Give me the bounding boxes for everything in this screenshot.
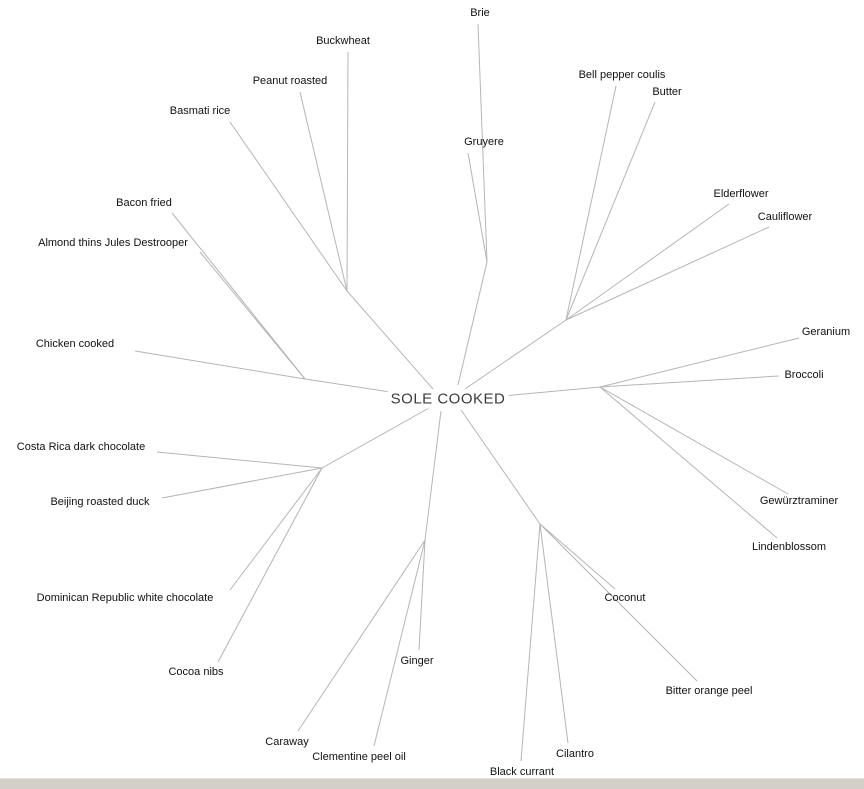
edge-line	[161, 467, 323, 499]
edge-line	[599, 375, 780, 388]
node-label-dominican-republic-white-chocolate[interactable]: Dominican Republic white chocolate	[36, 592, 214, 604]
node-label-gew-rztraminer[interactable]: Gewürztraminer	[759, 495, 839, 507]
node-label-cocoa-nibs[interactable]: Cocoa nibs	[168, 666, 224, 678]
node-label-peanut-roasted[interactable]: Peanut roasted	[252, 75, 328, 87]
edge-line	[599, 386, 778, 539]
node-label-butter[interactable]: Butter	[652, 86, 682, 98]
center-node-label[interactable]: SOLE COOKED	[387, 389, 509, 409]
edge-line	[229, 121, 348, 292]
edge-line	[457, 261, 488, 386]
node-label-cauliflower[interactable]: Cauliflower	[757, 211, 813, 223]
edge-line	[599, 337, 800, 388]
node-label-chicken-cooked[interactable]: Chicken cooked	[35, 338, 115, 350]
edge-line	[520, 523, 541, 762]
node-label-geranium[interactable]: Geranium	[801, 326, 851, 338]
node-label-bitter-orange-peel[interactable]: Bitter orange peel	[665, 685, 753, 697]
node-label-buckwheat[interactable]: Buckwheat	[316, 35, 370, 47]
node-label-cilantro[interactable]: Cilantro	[556, 748, 594, 760]
edge-line	[539, 523, 616, 590]
node-label-black-currant[interactable]: Black currant	[489, 766, 555, 778]
edge-line	[539, 523, 569, 744]
edge-line	[599, 386, 789, 495]
edge-line	[467, 152, 488, 263]
node-label-caraway[interactable]: Caraway	[265, 736, 309, 748]
edge-line	[539, 523, 698, 682]
edge-line	[565, 101, 656, 321]
edge-line	[346, 51, 349, 292]
edge-line	[156, 451, 323, 469]
edge-line	[565, 85, 617, 321]
node-label-broccoli[interactable]: Broccoli	[784, 369, 824, 381]
node-label-ginger[interactable]: Ginger	[400, 655, 434, 667]
edge-line	[424, 410, 442, 541]
edge-line	[217, 467, 323, 663]
edge-line	[373, 539, 426, 747]
node-label-lindenblossom[interactable]: Lindenblossom	[752, 541, 826, 553]
edge-line	[229, 467, 323, 591]
edge-line	[565, 226, 770, 321]
edge-line	[297, 539, 426, 732]
edge-line	[299, 91, 348, 292]
node-label-beijing-roasted-duck[interactable]: Beijing roasted duck	[50, 496, 150, 508]
node-label-clementine-peel-oil[interactable]: Clementine peel oil	[312, 751, 406, 763]
edge-line	[199, 251, 306, 380]
edge-line	[464, 319, 567, 390]
node-label-costa-rica-dark-chocolate[interactable]: Costa Rica dark chocolate	[16, 441, 146, 453]
node-label-almond-thins-jules-destrooper[interactable]: Almond thins Jules Destrooper	[38, 237, 188, 249]
node-label-elderflower[interactable]: Elderflower	[713, 188, 769, 200]
node-label-basmati-rice[interactable]: Basmati rice	[169, 105, 231, 117]
edge-line	[134, 350, 306, 380]
window-bottom-edge	[0, 778, 864, 789]
node-label-coconut[interactable]: Coconut	[604, 592, 646, 604]
edge-line	[460, 409, 541, 525]
edge-line	[321, 407, 430, 469]
edge-line	[565, 203, 730, 321]
node-label-gruyere[interactable]: Gruyere	[464, 136, 504, 148]
node-label-bacon-fried[interactable]: Bacon fried	[116, 197, 172, 209]
node-label-bell-pepper-coulis[interactable]: Bell pepper coulis	[578, 69, 666, 81]
edge-line	[477, 23, 488, 263]
node-label-brie[interactable]: Brie	[470, 7, 490, 19]
edge-line	[346, 290, 434, 390]
edge-line	[418, 539, 426, 651]
edge-line	[171, 212, 306, 380]
